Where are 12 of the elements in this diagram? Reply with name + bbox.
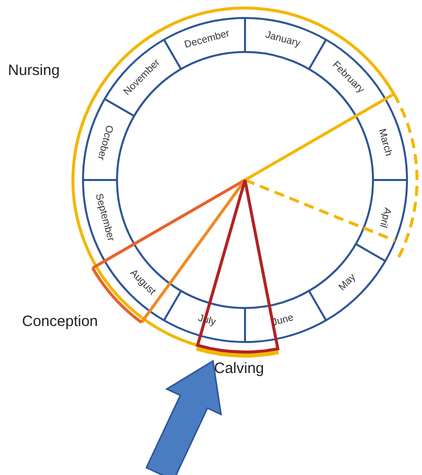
month-label: May	[336, 272, 358, 294]
phase-label: Calving	[214, 360, 264, 377]
month-label: June	[270, 312, 294, 328]
block-arrow	[145, 360, 222, 475]
month-label: January	[264, 30, 301, 50]
month-label: April	[377, 206, 393, 229]
month-label: October	[94, 124, 115, 162]
month-label: July	[197, 312, 218, 328]
month-label: December	[184, 28, 232, 52]
phase-label: Nursing	[8, 62, 60, 79]
phase-label: Conception	[22, 313, 98, 330]
month-label: March	[376, 128, 394, 158]
